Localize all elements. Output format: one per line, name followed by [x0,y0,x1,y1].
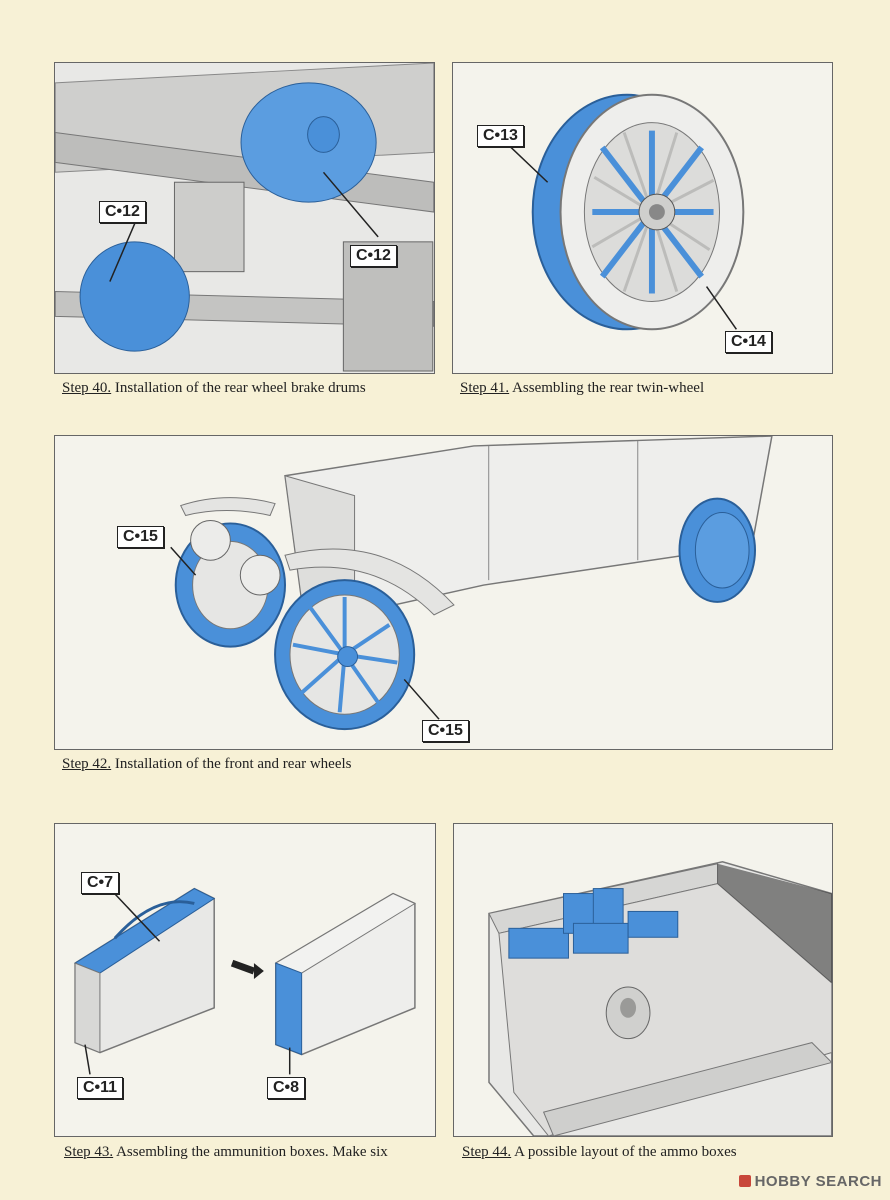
step43-text: Assembling the ammunition boxes. Make si… [113,1144,388,1160]
watermark: HOBBY SEARCH [738,1173,882,1190]
part-label-c12-left: C•12 [99,201,146,223]
twin-wheel-drawing [507,93,745,331]
part-label-c13: C•13 [477,125,524,147]
step44-caption: Step 44. A possible layout of the ammo b… [462,1144,737,1161]
ammo-box-drawing [73,887,416,1075]
step44-number: Step 44. [462,1144,512,1160]
step40-illustration: C•12 C•12 [54,62,435,374]
watermark-logo-icon [738,1175,751,1187]
part-label-c12-right: C•12 [350,245,397,267]
part-label-c7: C•7 [81,872,120,894]
step43-illustration: C•7 C•11 C•8 [54,823,436,1137]
brake-drum-drawing [55,63,434,373]
step41-number: Step 41. [460,380,510,396]
step40-text: Installation of the rear wheel brake dru… [111,380,366,396]
step41-text: Assembling the rear twin-wheel [509,380,705,396]
step44-text: A possible layout of the ammo boxes [511,1144,737,1160]
step41-illustration: C•13 C•14 [452,62,833,374]
ammo-layout-drawing [488,860,832,1136]
part-label-c14: C•14 [725,331,772,353]
part-label-c15-rear: C•15 [422,720,469,742]
step42-caption: Step 42. Installation of the front and r… [62,756,352,773]
step43-caption: Step 43. Assembling the ammunition boxes… [64,1144,388,1161]
step42-text: Installation of the front and rear wheel… [111,756,352,772]
part-label-c8: C•8 [267,1077,306,1099]
step42-illustration: C•15 C•15 [54,435,833,750]
armored-car-wheels-drawing [170,436,773,731]
step40-caption: Step 40. Installation of the rear wheel … [62,380,366,397]
watermark-text: HOBBY SEARCH [754,1173,882,1190]
part-label-c15-front: C•15 [117,526,164,548]
step42-number: Step 42. [62,756,112,772]
step44-illustration [453,823,833,1137]
part-label-c11: C•11 [77,1077,124,1099]
step41-caption: Step 41. Assembling the rear twin-wheel [460,380,704,397]
step40-number: Step 40. [62,380,112,396]
step43-number: Step 43. [64,1144,114,1160]
